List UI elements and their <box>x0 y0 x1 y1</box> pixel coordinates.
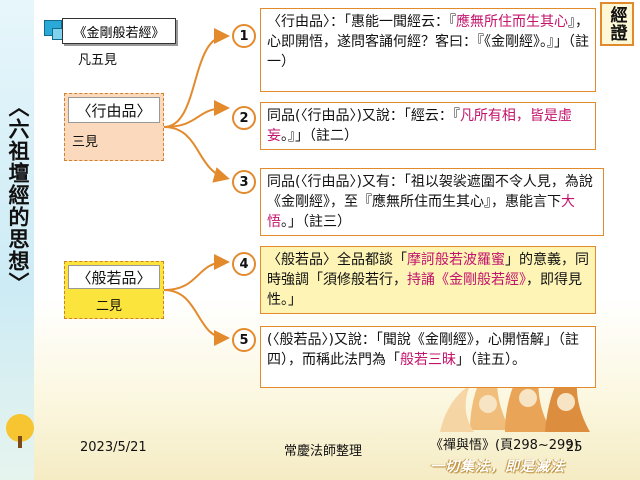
quote-text: ，即得見性。」 <box>267 272 582 308</box>
page-number: 25 <box>566 440 583 455</box>
quote-text: (〈般若品〉)又說：「聞說《金剛經》，心開悟解」（註四），而稱此法門為「 <box>267 332 579 368</box>
highlighted-text: 摩訶般若波羅蜜 <box>407 252 505 268</box>
flame-illustration <box>440 338 590 432</box>
arrow-1 <box>163 28 230 128</box>
tree-icon <box>6 414 34 448</box>
footer-date: 2023/5/21 <box>80 440 147 455</box>
left-decorative-band <box>0 0 34 480</box>
quote-text: 〈般若品〉全品都談「 <box>267 252 407 268</box>
quote-box-2: 同品(〈行由品〉)又說：「經云：『凡所有相，皆是虛妄。』」（註二） <box>260 102 596 150</box>
highlighted-text: 般若三昧 <box>400 352 456 368</box>
quote-text: 。」（註三） <box>281 214 351 230</box>
footer-motto: 一切集法，即是滅法 <box>430 459 565 475</box>
quote-text: 。』」（註二） <box>281 128 358 144</box>
quote-box-5: (〈般若品〉)又說：「聞說《金剛經》，心開悟解」（註四），而稱此法門為「般若三昧… <box>260 326 596 388</box>
footer-author: 常慶法師整理 <box>284 444 363 459</box>
arrow-3 <box>163 126 230 183</box>
section-tag: 經證 <box>600 2 634 46</box>
quote-text: 同品(〈行由品〉)又有：「祖以袈裟遮圍不令人見，為說《金剛經》，至『應無所住而生… <box>267 174 593 210</box>
category-label-xingyou: 〈行由品〉 <box>68 97 160 123</box>
highlighted-text: 凡所有相，皆是虛妄 <box>267 108 572 144</box>
quote-box-3: 同品(〈行由品〉)又有：「祖以袈裟遮圍不令人見，為說《金剛經》，至『應無所住而生… <box>260 168 604 236</box>
quote-text: 」的意義，同時強調「須修般若行， <box>267 252 589 288</box>
sutra-count: 凡五見 <box>78 53 118 68</box>
quote-text: 同品(〈行由品〉)又說：「經云：『 <box>267 108 460 124</box>
quote-text: 〈行由品〉：「惠能一聞經云：『 <box>267 14 456 30</box>
quote-text: 」（註五）。 <box>456 352 526 368</box>
sutra-title-box: 《金剛般若經》 <box>62 18 176 44</box>
item-number-5: 5 <box>232 328 256 352</box>
arrow-4 <box>163 254 230 291</box>
arrow-2 <box>163 100 230 128</box>
category-label-bore: 〈般若品〉 <box>68 265 160 289</box>
item-number-2: 2 <box>232 106 256 130</box>
item-number-4: 4 <box>232 252 256 276</box>
quote-text: 』，心即開悟，遂問客誦何經？客曰：『《金剛經》。』」（註一） <box>267 14 589 70</box>
category-count-bore: 二見 <box>96 299 123 314</box>
footer-source: 《禪與悟》(頁298~299) <box>430 438 579 453</box>
highlighted-text: 應無所住而生其心 <box>456 14 568 30</box>
highlighted-text: 持誦《金剛般若經》 <box>407 272 526 288</box>
vertical-title: 〈六祖壇經的思想〉 <box>6 96 30 294</box>
item-number-1: 1 <box>232 24 256 48</box>
item-number-3: 3 <box>232 170 256 194</box>
quote-box-4: 〈般若品〉全品都談「摩訶般若波羅蜜」的意義，同時強調「須修般若行，持誦《金剛般若… <box>260 246 596 314</box>
arrow-5 <box>163 289 230 346</box>
highlighted-text: 大悟 <box>267 194 575 230</box>
quote-box-1: 〈行由品〉：「惠能一聞經云：『應無所住而生其心』，心即開悟，遂問客誦何經？客曰：… <box>260 8 596 92</box>
category-count-xingyou: 三見 <box>72 135 99 150</box>
